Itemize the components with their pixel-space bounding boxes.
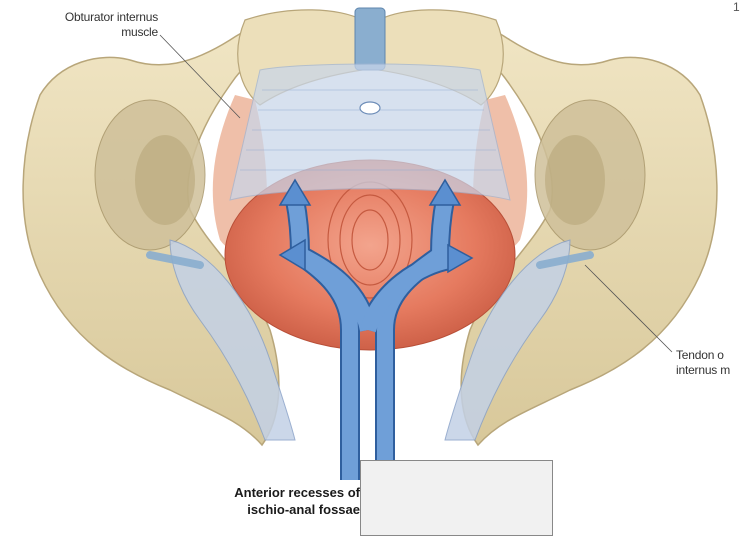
arrowhead-up-right [428, 178, 462, 206]
anterior-recesses-label-line1: Anterior recesses of [234, 485, 360, 500]
right-ischio-anal-ligament [444, 239, 571, 441]
arrowheads [278, 178, 474, 274]
arrowhead-right [447, 243, 474, 274]
tendon-left [146, 251, 204, 269]
arrowhead-left [278, 238, 306, 272]
perineal-membrane [229, 63, 511, 201]
obturator-internus-label-line1: Obturator internus [64, 10, 158, 24]
tendon-label: Tendon o internus m [676, 348, 730, 378]
left-ischio-anal-ligament [169, 239, 296, 441]
obturator-internus-label-line2: muscle [121, 25, 158, 39]
tendon-label-line2: internus m [676, 363, 731, 377]
membrane-fibers [240, 89, 502, 171]
answer-box[interactable] [360, 460, 553, 536]
arrowhead-up-left [278, 178, 312, 206]
leader-tendon [584, 264, 673, 353]
tendon-right [536, 251, 594, 269]
obturator-internus-label: Obturator internus muscle [4, 10, 158, 40]
urethral-opening [359, 101, 381, 115]
tendon-label-line1: Tendon o [676, 348, 724, 362]
leader-obturator [159, 34, 241, 119]
anterior-recesses-label-line2: ischio-anal fossae [247, 502, 360, 517]
page-number: 1 [733, 0, 740, 14]
anterior-recesses-label: Anterior recesses of ischio-anal fossae [180, 484, 360, 518]
pubic-symphysis [354, 7, 386, 71]
anterior-recess-arrows [285, 198, 455, 480]
